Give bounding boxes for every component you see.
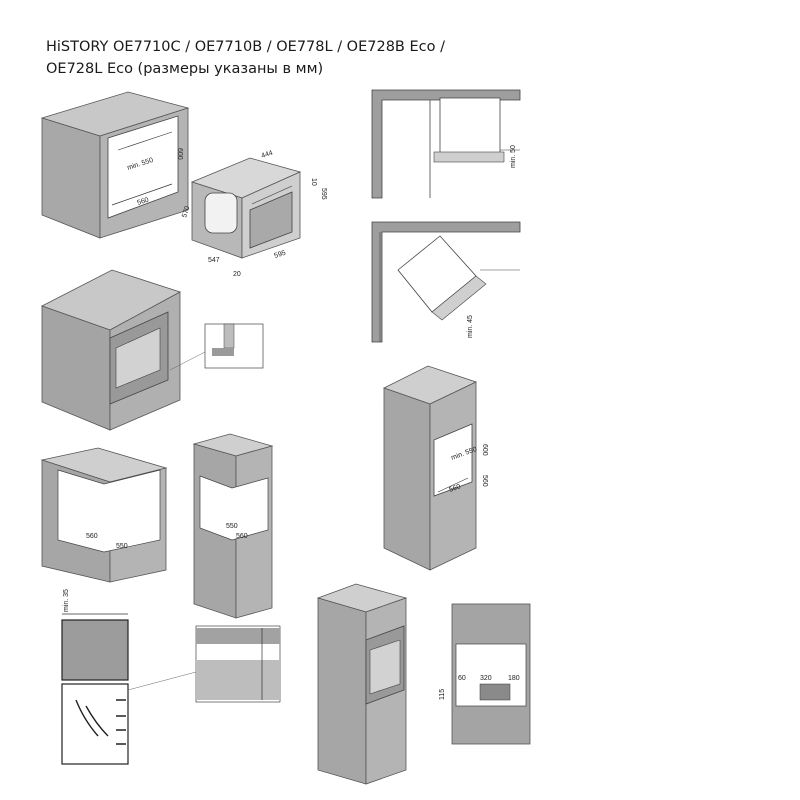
title-line-2: OE728L Eco (размеры указаны в мм) [46, 61, 324, 77]
oven-width-front: 595 [273, 250, 286, 260]
open-base-cabinet: 560 550 [40, 447, 168, 583]
oven-width-top: 444 [260, 150, 273, 160]
oven-depth-side: 570 [181, 205, 191, 218]
airflow-section: min. 35 [61, 589, 197, 765]
oven-door: 20 [233, 271, 241, 278]
tall-niche-height: 600 [481, 444, 488, 456]
clearance-gap: min. 35 [63, 589, 70, 612]
open-base-w1: 560 [86, 533, 98, 540]
tall-niche-width: 560 [448, 483, 461, 494]
vent-height: 115 [439, 689, 446, 700]
vent-left: 60 [458, 675, 466, 682]
niche-height-label: 600 [176, 148, 183, 160]
open-column-cabinet: 550 560 [192, 433, 274, 619]
vent-right: 180 [508, 675, 520, 682]
niche-width-label: 560 [136, 197, 149, 207]
spec-title: HiSTORY OE7710C / OE7710B / OE778L / OE7… [46, 36, 516, 80]
oven-depth: 547 [208, 257, 220, 264]
tall-bottom-height: 560 [481, 475, 488, 487]
open-column-w2: 560 [236, 533, 248, 540]
base-cabinet-niche: min. 550 600 560 [40, 91, 190, 239]
oven-height: 595 [320, 188, 327, 200]
oven-top-offset: 10 [310, 178, 317, 186]
oven-dimensions: 444 10 595 570 547 595 20 [181, 150, 327, 278]
open-column-w1: 550 [226, 523, 238, 530]
corner-top-gap: min. 50 [510, 145, 517, 168]
tall-cabinet-oven [316, 583, 408, 785]
tall-cabinet-niche: min. 550 600 560 560 [382, 365, 488, 571]
vent-cutout: 60 320 180 115 [439, 603, 531, 745]
corner-diagonal-view: min. 45 [371, 221, 521, 343]
rail-detail [195, 625, 281, 703]
open-base-w2: 550 [116, 543, 128, 550]
vent-middle: 320 [480, 675, 492, 682]
title-line-1: HiSTORY OE7710C / OE7710B / OE778L / OE7… [46, 39, 445, 55]
builtin-under-counter [40, 269, 264, 431]
corner-top-view: min. 50 [371, 89, 521, 199]
corner-diagonal-gap: min. 45 [467, 315, 474, 338]
